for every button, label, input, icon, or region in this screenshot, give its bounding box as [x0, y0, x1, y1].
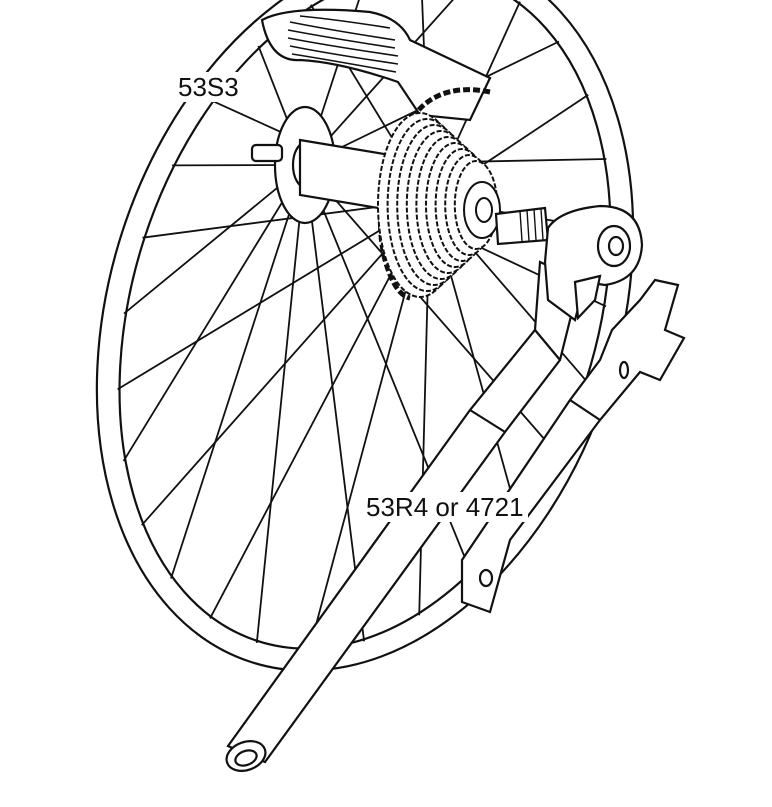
chain-whip-handle [260, 8, 492, 122]
chain-whip-part-label: 53S3 [174, 72, 243, 102]
lockring-socket-splines [519, 208, 544, 242]
lockring-tool-pivot-inner [607, 235, 625, 257]
cassette-cogs [377, 112, 499, 298]
cone-wrench-hole-upper [618, 360, 630, 380]
wheel-spoke [255, 164, 306, 643]
wheel-spoke [170, 164, 306, 579]
lockring-tool-part-label: 53R4 or 4721 [362, 492, 528, 522]
wheel-spoke [141, 199, 431, 526]
cone-wrench [460, 278, 686, 614]
cone-wrench-grip-line [569, 399, 601, 421]
hub-axle-left [250, 143, 284, 163]
cone-wrench-body [460, 278, 686, 614]
wheel-spoke [117, 199, 431, 391]
cassette-lockring-center [475, 197, 493, 223]
lockring-tool-pawl [573, 274, 602, 321]
lockring-tool-handle-grip [469, 329, 561, 433]
wheel-spoke [123, 164, 306, 315]
chain-whip-grip-texture [287, 15, 399, 73]
wheel-spoke [122, 164, 306, 462]
lockring-tool-handle-end-inner [234, 749, 258, 767]
cone-wrench-hole-lower [478, 568, 494, 588]
wheel-spoke [304, 164, 365, 642]
cassette [377, 112, 501, 298]
